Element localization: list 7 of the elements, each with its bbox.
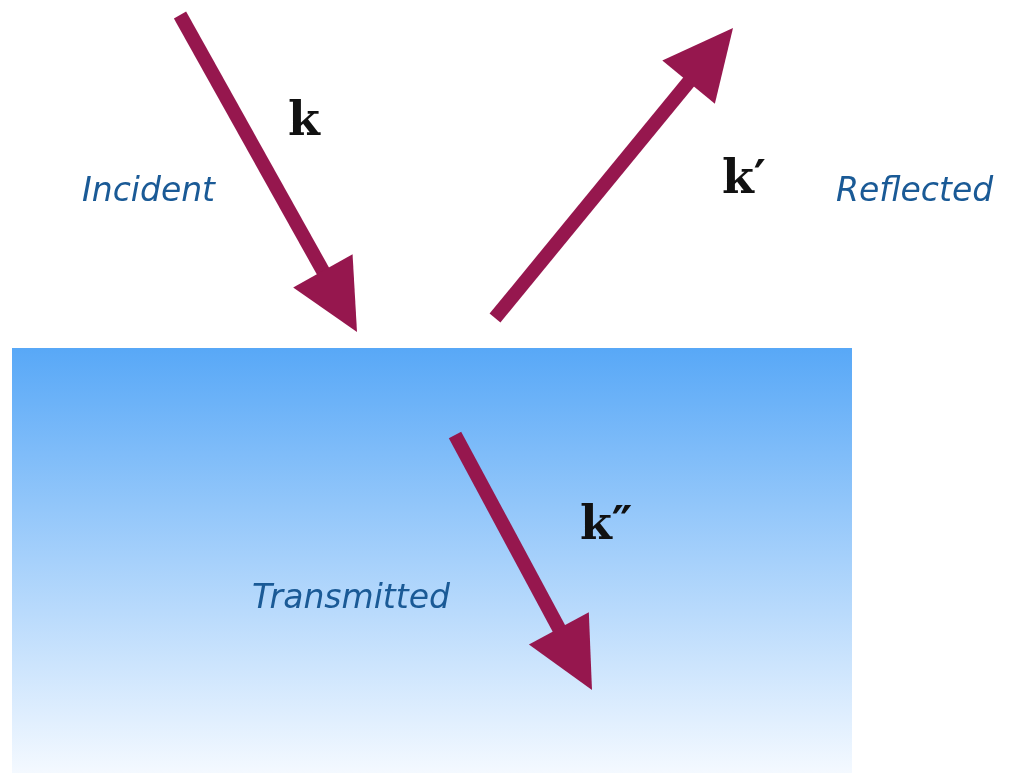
wave-vector-label: k — [288, 92, 320, 146]
wave-label: Reflected — [836, 170, 994, 209]
wave-vector-label: k″ — [580, 496, 633, 550]
medium-block — [12, 348, 852, 773]
wave-label: Incident — [82, 170, 216, 209]
wave-label: Transmitted — [252, 577, 450, 616]
wave-vector-label: k′ — [722, 150, 766, 204]
